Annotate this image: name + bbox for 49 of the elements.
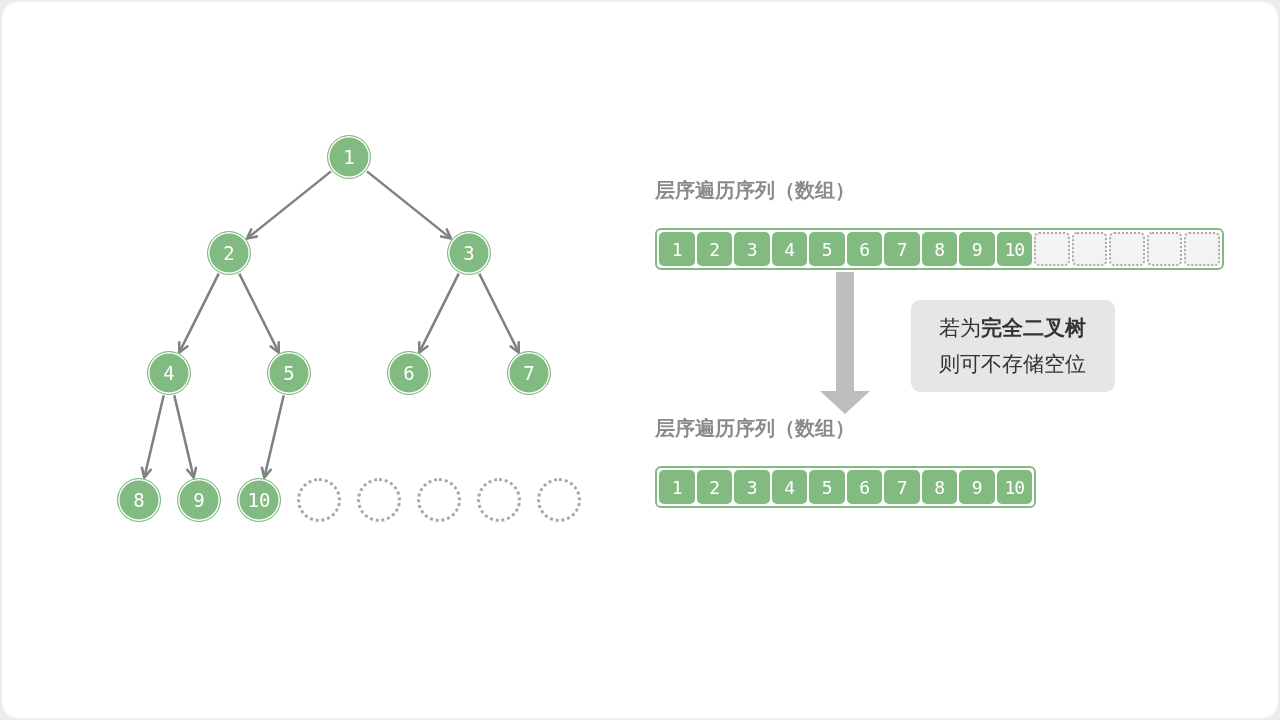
tree-node: 10: [237, 478, 281, 522]
tree-node: 8: [117, 478, 161, 522]
array-cell: 4: [771, 470, 807, 504]
tree-node: 7: [507, 351, 551, 395]
array-cell: 5: [809, 232, 845, 266]
arrow: [140, 395, 165, 479]
array-cell: 9: [959, 232, 995, 266]
array-cell: 1: [659, 232, 695, 266]
tree-node: 2: [207, 231, 251, 275]
arrow: [245, 170, 332, 240]
array-cell: 8: [921, 470, 957, 504]
array-cell: 2: [696, 232, 732, 266]
empty-node: [357, 478, 401, 522]
array-cell: 10: [996, 470, 1032, 504]
array-cell: 6: [846, 232, 882, 266]
arrow: [173, 395, 198, 479]
tree-node: 1: [327, 135, 371, 179]
array-cell: 3: [734, 232, 770, 266]
array-cell: 7: [884, 470, 920, 504]
array-heading: 层序遍历序列（数组）: [655, 415, 856, 442]
empty-node: [417, 478, 461, 522]
arrow: [260, 395, 285, 479]
array-cell: 5: [809, 470, 845, 504]
arrow: [178, 273, 220, 354]
array-cell: 1: [659, 470, 695, 504]
empty-node: [297, 478, 341, 522]
arrow: [238, 273, 280, 354]
arrow: [366, 170, 453, 240]
tree-node: 3: [447, 231, 491, 275]
note-box: 若为完全二叉树则可不存储空位: [911, 300, 1116, 392]
tree-node: 4: [147, 351, 191, 395]
tree-node: 6: [387, 351, 431, 395]
empty-node: [477, 478, 521, 522]
array-cell: 10: [996, 232, 1032, 266]
arrow: [418, 273, 460, 354]
array-heading: 层序遍历序列（数组）: [655, 177, 856, 204]
empty-node: [537, 478, 581, 522]
array-cell: 4: [771, 232, 807, 266]
array-cell: 6: [846, 470, 882, 504]
array-cell: 3: [734, 470, 770, 504]
tree-node: 9: [177, 478, 221, 522]
tree-node: 5: [267, 351, 311, 395]
array-cell: 8: [921, 232, 957, 266]
array-cell: 2: [696, 470, 732, 504]
empty-cell: [1184, 232, 1220, 266]
array-cell: 7: [884, 232, 920, 266]
arrow: [478, 273, 520, 354]
down-arrow: [820, 272, 870, 414]
array-cell: 9: [959, 470, 995, 504]
